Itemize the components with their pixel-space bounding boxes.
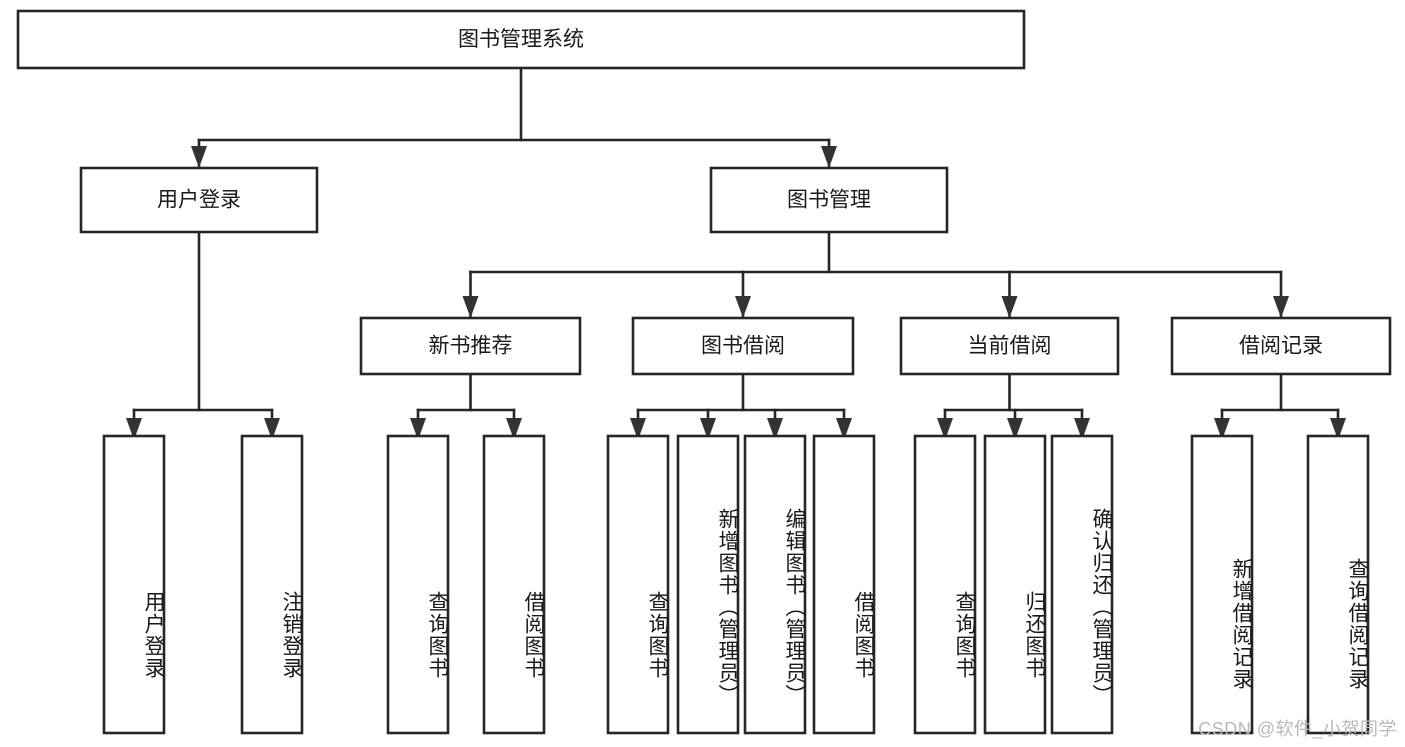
node-level2-1[interactable] bbox=[709, 166, 949, 234]
arrow-head-icon bbox=[462, 296, 479, 318]
arrow-head-icon bbox=[1273, 296, 1289, 318]
node-leaf-10[interactable] bbox=[1050, 434, 1114, 735]
node-leaf-3[interactable] bbox=[482, 434, 546, 735]
node-level3-3[interactable] bbox=[1170, 316, 1392, 376]
node-leaf-4[interactable] bbox=[606, 434, 670, 735]
node-level2-0[interactable] bbox=[79, 166, 319, 234]
arrow-head-icon bbox=[735, 296, 751, 318]
node-level3-label-0: 新书推荐 bbox=[429, 335, 513, 358]
arrow-head-icon bbox=[836, 418, 852, 440]
node-leaf-9[interactable] bbox=[983, 434, 1047, 735]
node-leaf-12[interactable] bbox=[1306, 434, 1370, 735]
node-level2-label-1: 图书管理 bbox=[787, 189, 871, 212]
node-leaf-7[interactable] bbox=[812, 434, 876, 735]
node-leaf-2[interactable] bbox=[386, 434, 450, 735]
node-leaf-5[interactable] bbox=[676, 434, 740, 735]
arrow-head-icon bbox=[126, 418, 142, 440]
node-leaf-0[interactable] bbox=[102, 434, 166, 735]
node-level3-label-1: 图书借阅 bbox=[701, 335, 785, 358]
arrow-head-icon bbox=[1330, 418, 1346, 440]
arrow-head-icon bbox=[1074, 418, 1090, 440]
node-leaf-11[interactable] bbox=[1190, 434, 1254, 735]
arrow-head-icon bbox=[264, 418, 280, 440]
node-leaf-6[interactable] bbox=[743, 434, 807, 735]
node-leaf-1[interactable] bbox=[240, 434, 304, 735]
node-root[interactable] bbox=[16, 9, 1026, 70]
node-level3-label-3: 借阅记录 bbox=[1239, 335, 1323, 358]
node-level3-2[interactable] bbox=[899, 316, 1120, 376]
arrow-head-icon bbox=[506, 418, 522, 440]
box-layer bbox=[16, 9, 1392, 735]
node-level3-1[interactable] bbox=[631, 316, 855, 376]
watermark: CSDN @软件_小贺同学 bbox=[1198, 719, 1397, 739]
arrow-head-icon bbox=[937, 418, 953, 440]
node-leaf-8[interactable] bbox=[913, 434, 977, 735]
arrow-head-icon bbox=[410, 418, 426, 440]
node-level2-label-0: 用户登录 bbox=[157, 189, 241, 212]
arrow-head-icon bbox=[191, 146, 207, 168]
connector-layer bbox=[126, 66, 1346, 440]
node-level3-0[interactable] bbox=[359, 316, 582, 376]
arrow-head-icon bbox=[1214, 418, 1230, 440]
node-level3-label-2: 当前借阅 bbox=[968, 335, 1052, 358]
node-root-label: 图书管理系统 bbox=[458, 28, 584, 51]
arrow-head-icon bbox=[700, 418, 716, 440]
arrow-head-icon bbox=[630, 418, 646, 440]
arrow-head-icon bbox=[821, 146, 837, 168]
arrow-head-icon bbox=[1007, 418, 1023, 440]
arrow-head-icon bbox=[767, 418, 783, 440]
arrow-head-icon bbox=[1001, 296, 1018, 318]
